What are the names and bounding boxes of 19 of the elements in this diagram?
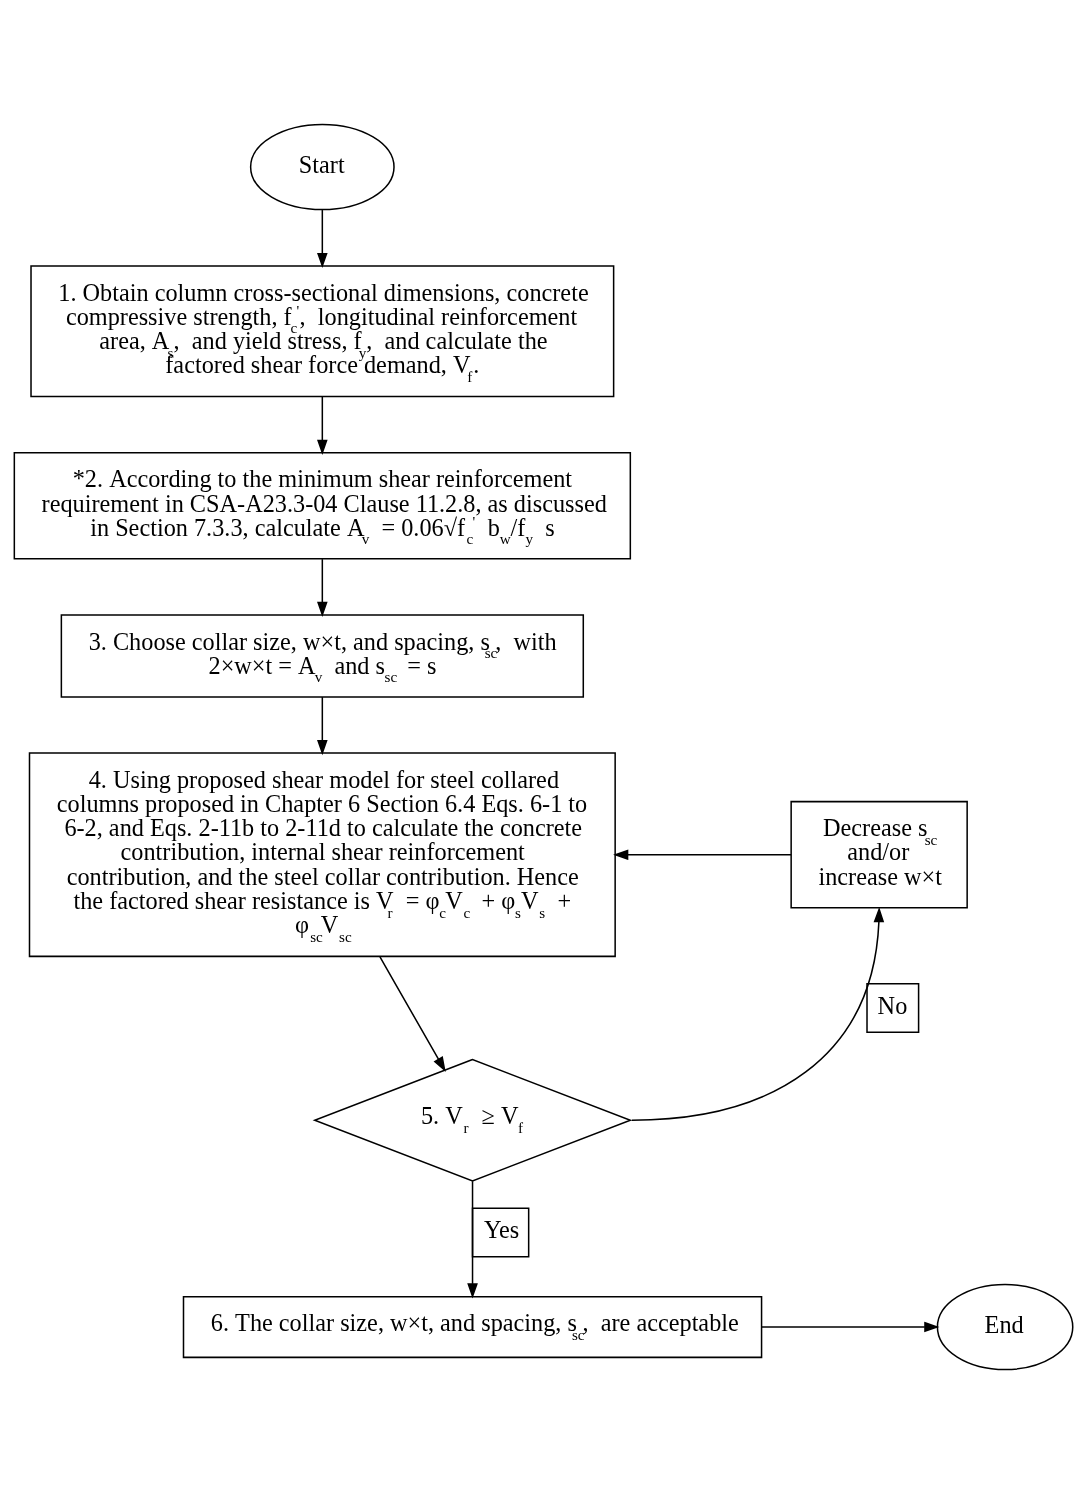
- arrow: [631, 907, 885, 1121]
- arrow: [379, 956, 446, 1072]
- arrow: [317, 395, 328, 455]
- arrow: [317, 558, 328, 617]
- arrow: [467, 1180, 478, 1299]
- node-box: Decrease s$_{sc}$ and/or increase w×t: [790, 800, 968, 909]
- arrow: [760, 1321, 940, 1333]
- arrow: [317, 209, 328, 269]
- node-box: 1. Obtain column cross-sectional dimensions, concrete compressive strength, f$_{c}$$^{'}$, longitudinal reinforcement area, A$_{s}$, and yield stress, f$_{y}$, and calculate the factored shear force demand, V$_{f}$.: [30, 265, 615, 398]
- node-box: 4. Using proposed shear model for steel collared columns proposed in Chapter 6 Section 6.4 Eqs. 6-1 to 6-2, and Eqs. 2-11b to 2-11d to calculate the concrete contribution, internal shear reinforcement contribution, and the steel collar contribution. Hence the factored shear resistance is V$_{r}$ = φ$_{c}$V$_{c}$ + φ$_{s}$V$_{s}$ + φ$_{sc}$V$_{sc}$: [28, 752, 616, 958]
- node-box: *2. According to the minimum shear reinforcement requirement in CSA-A23.3-04 Clause 11.2.8, as discussed in Section 7.3.3, calculate A$_{v}$ = 0.06√f$_{c}$$^{'}$ b$_{w}$/f$_{y}$ s: [13, 451, 632, 560]
- node-box: 3. Choose collar size, w×t, and spacing, s$_{sc}$, with 2×w×t = A$_{v}$ and s$_{sc}$ = s: [60, 614, 585, 698]
- node-ellipse: Start: [249, 123, 395, 211]
- node-ellipse: End: [936, 1283, 1074, 1371]
- edge-label: No: [877, 991, 908, 1019]
- arrow: [613, 849, 792, 861]
- arrow: [317, 696, 328, 756]
- edge-label: Yes: [483, 1216, 520, 1244]
- node-box: 6. The collar size, w×t, and spacing, s$_{sc}$, are acceptable: [182, 1295, 763, 1359]
